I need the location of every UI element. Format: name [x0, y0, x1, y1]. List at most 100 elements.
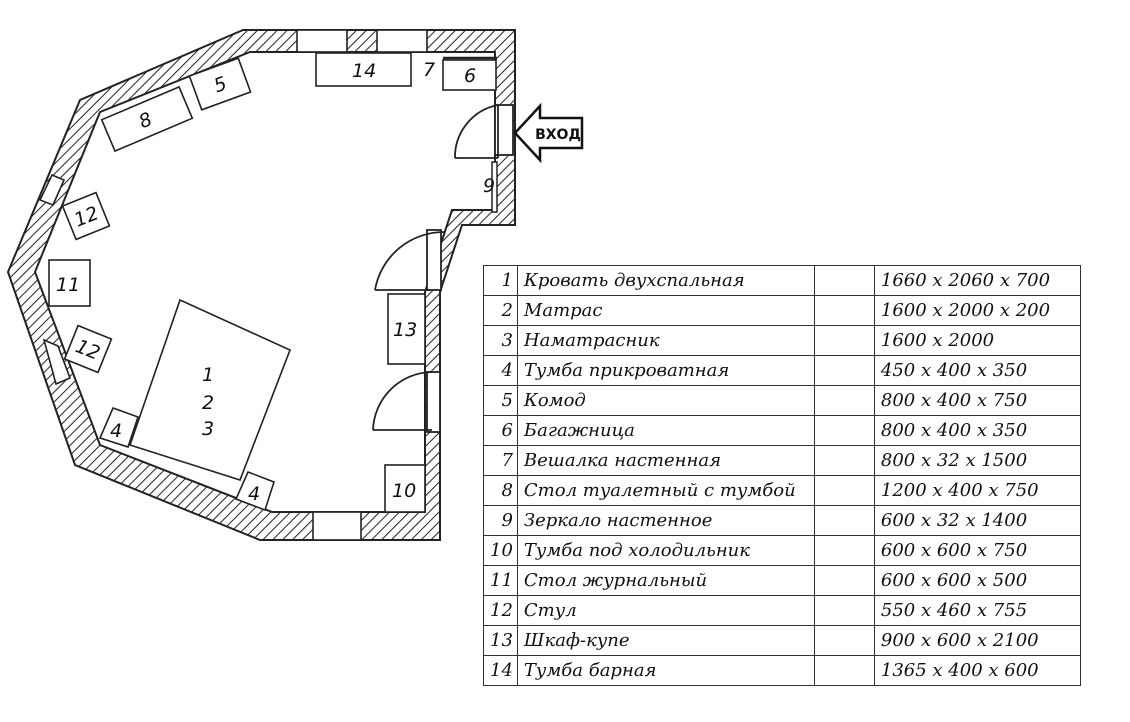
coffee-table-label: 11	[56, 274, 80, 296]
row-number: 1	[483, 265, 518, 296]
chair-lower	[63, 324, 113, 374]
row-name: Комод	[516, 385, 815, 416]
row-spacer	[813, 655, 875, 686]
row-spacer	[813, 355, 875, 386]
row-name: Тумба барная	[516, 655, 815, 686]
row-spacer	[813, 295, 875, 326]
bed-label-2: 2	[202, 392, 214, 414]
row-spacer	[813, 595, 875, 626]
row-dimensions: 800 x 400 x 350	[873, 415, 1081, 446]
wardrobe	[387, 293, 426, 365]
row-name: Стол журнальный	[516, 565, 815, 596]
row-number: 7	[483, 445, 518, 476]
row-dimensions: 1600 x 2000	[873, 325, 1081, 356]
bar-stand-label: 14	[352, 60, 376, 82]
fridge-stand-label: 10	[392, 480, 416, 502]
row-dimensions: 600 x 32 x 1400	[873, 505, 1081, 536]
row-spacer	[813, 565, 875, 596]
row-number: 6	[483, 415, 518, 446]
row-dimensions: 1200 x 400 x 750	[873, 475, 1081, 506]
row-dimensions: 1365 x 400 x 600	[873, 655, 1081, 686]
row-spacer	[813, 475, 875, 506]
interior-doors	[372, 229, 446, 433]
entrance-arrow-icon: ВХОД	[513, 102, 584, 164]
bed-label-3: 3	[202, 418, 214, 440]
vanity-table	[100, 85, 194, 153]
row-dimensions: 800 x 32 x 1500	[873, 445, 1081, 476]
nightstand-left-label: 4	[110, 420, 122, 442]
bed-label-1: 1	[202, 364, 214, 386]
entrance-label: ВХОД	[535, 127, 581, 143]
row-number: 14	[483, 655, 518, 686]
row-dimensions: 450 x 400 x 350	[873, 355, 1081, 386]
row-number: 12	[483, 595, 518, 626]
row-number: 13	[483, 625, 518, 656]
windows	[38, 29, 428, 541]
fridge-stand	[384, 464, 426, 513]
nightstand-left	[98, 406, 140, 449]
row-name: Багажница	[516, 415, 815, 446]
row-spacer	[813, 415, 875, 446]
row-spacer	[813, 325, 875, 356]
luggage-rack	[442, 59, 497, 91]
row-number: 10	[483, 535, 518, 566]
row-spacer	[813, 385, 875, 416]
row-dimensions: 900 x 600 x 2100	[873, 625, 1081, 656]
row-number: 3	[483, 325, 518, 356]
row-name: Стол туалетный с тумбой	[516, 475, 815, 506]
nightstand-right	[234, 470, 275, 512]
bed	[128, 298, 292, 481]
row-name: Зеркало настенное	[516, 505, 815, 536]
entrance-door	[454, 104, 514, 159]
row-number: 11	[483, 565, 518, 596]
row-number: 2	[483, 295, 518, 326]
row-dimensions: 1600 x 2000 x 200	[873, 295, 1081, 326]
row-dimensions: 600 x 600 x 750	[873, 535, 1081, 566]
row-spacer	[813, 535, 875, 566]
row-dimensions: 600 x 600 x 500	[873, 565, 1081, 596]
mirror-panel	[491, 161, 498, 213]
mirror-label: 9	[483, 175, 495, 197]
row-name: Шкаф-купе	[516, 625, 815, 656]
row-dimensions: 1660 x 2060 x 700	[873, 265, 1081, 296]
row-number: 9	[483, 505, 518, 536]
coffee-table	[48, 259, 91, 307]
bar-stand	[315, 52, 412, 87]
row-dimensions: 800 x 400 x 750	[873, 385, 1081, 416]
row-name: Тумба под холодильник	[516, 535, 815, 566]
luggage-rack-label: 6	[464, 65, 476, 87]
row-spacer	[813, 505, 875, 536]
chair-upper	[61, 191, 111, 241]
row-dimensions: 550 x 460 x 755	[873, 595, 1081, 626]
row-name: Вешалка настенная	[516, 445, 815, 476]
wardrobe-label: 13	[393, 319, 417, 341]
row-spacer	[813, 445, 875, 476]
row-name: Наматрасник	[516, 325, 815, 356]
row-name: Тумба прикроватная	[516, 355, 815, 386]
row-number: 4	[483, 355, 518, 386]
nightstand-right-label: 4	[248, 483, 260, 505]
row-name: Кровать двухспальная	[516, 265, 815, 296]
row-number: 8	[483, 475, 518, 506]
row-name: Матрас	[516, 295, 815, 326]
row-spacer	[813, 265, 875, 296]
wall-hanger-label: 7	[423, 59, 435, 81]
row-number: 5	[483, 385, 518, 416]
row-name: Стул	[516, 595, 815, 626]
dresser	[188, 57, 252, 111]
